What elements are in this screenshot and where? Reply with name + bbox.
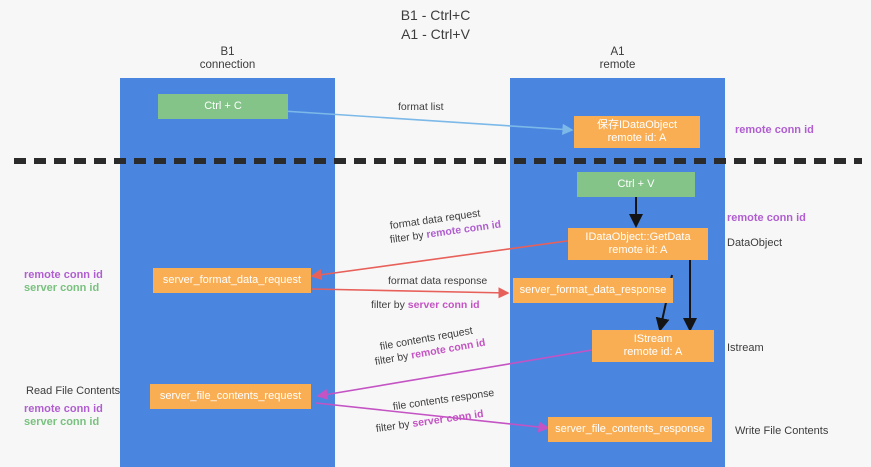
page-title: B1 - Ctrl+C A1 - Ctrl+V bbox=[0, 6, 871, 44]
box-server-file-contents-request[interactable]: server_file_contents_request bbox=[150, 384, 311, 409]
box-server-file-contents-response[interactable]: server_file_contents_response bbox=[548, 417, 712, 442]
box-ctrl-c-label: Ctrl + C bbox=[204, 100, 242, 112]
label-filter-prefix-3: filter by bbox=[373, 349, 413, 368]
box-save-idataobject[interactable]: 保存IDataObject remote id: A bbox=[574, 116, 700, 148]
column-header-a1-name: A1 bbox=[610, 46, 625, 58]
side-label-write-file-contents: Write File Contents bbox=[735, 425, 829, 437]
arrow-format-data-response bbox=[311, 287, 510, 299]
side-label-read-file-contents: Read File Contents bbox=[26, 385, 121, 397]
box-istream[interactable]: IStream remote id: A bbox=[592, 330, 714, 362]
column-header-b1: B1 connection bbox=[120, 46, 335, 72]
label-filter-prefix-4: filter by bbox=[375, 417, 414, 435]
box-server-format-data-response-label: server_format_data_response bbox=[519, 284, 667, 296]
side-label-left-server-conn-id-bot: server conn id bbox=[24, 416, 100, 428]
column-header-a1-sub: remote bbox=[599, 59, 636, 71]
box-getdata-line2: remote id: A bbox=[608, 244, 668, 256]
label-format-data-response: format data response bbox=[388, 274, 487, 288]
label-server-conn-id-1: server conn id bbox=[407, 299, 480, 311]
box-server-file-contents-request-label: server_file_contents_request bbox=[159, 390, 302, 402]
label-format-data-response-text: format data response bbox=[388, 275, 488, 287]
column-header-b1-name: B1 bbox=[220, 46, 235, 58]
box-ctrl-v-label: Ctrl + V bbox=[617, 178, 655, 190]
title-line-1: B1 - Ctrl+C bbox=[400, 7, 471, 23]
side-label-istream: Istream bbox=[727, 342, 764, 354]
side-label-left-server-conn-id-mid: server conn id bbox=[24, 282, 100, 294]
box-server-format-data-request[interactable]: server_format_data_request bbox=[153, 268, 311, 293]
box-server-format-data-response[interactable]: server_format_data_response bbox=[513, 278, 673, 303]
box-istream-line2: remote id: A bbox=[623, 346, 683, 358]
column-header-b1-sub: connection bbox=[199, 59, 256, 71]
side-label-data-object: DataObject bbox=[727, 237, 783, 249]
label-format-list-text: format list bbox=[398, 101, 444, 113]
label-format-list: format list bbox=[398, 100, 444, 114]
box-getdata-line1: IDataObject::GetData bbox=[585, 231, 691, 243]
box-save-idataobject-line1: 保存IDataObject bbox=[596, 119, 678, 131]
box-ctrl-v[interactable]: Ctrl + V bbox=[577, 172, 695, 197]
label-filter-prefix-1: filter by bbox=[389, 228, 428, 246]
box-save-idataobject-line2: remote id: A bbox=[607, 132, 667, 144]
box-istream-line1: IStream bbox=[633, 333, 673, 345]
side-label-left-remote-conn-id-bot: remote conn id bbox=[24, 403, 103, 415]
column-header-a1: A1 remote bbox=[510, 46, 725, 72]
label-filter-by-server-conn-id-1: filter by server conn id bbox=[371, 298, 480, 312]
box-ctrl-c[interactable]: Ctrl + C bbox=[158, 94, 288, 119]
label-server-conn-id-2: server conn id bbox=[411, 407, 485, 430]
title-line-2: A1 - Ctrl+V bbox=[401, 26, 470, 42]
side-label-left-remote-conn-id-mid: remote conn id bbox=[24, 269, 103, 281]
side-label-remote-conn-id-mid: remote conn id bbox=[727, 212, 806, 224]
side-label-remote-conn-id-top: remote conn id bbox=[735, 124, 814, 136]
box-server-file-contents-response-label: server_file_contents_response bbox=[555, 423, 705, 435]
box-server-format-data-request-label: server_format_data_request bbox=[162, 274, 302, 286]
label-filter-prefix-2: filter by bbox=[371, 299, 408, 311]
box-idataobject-getdata[interactable]: IDataObject::GetData remote id: A bbox=[568, 228, 708, 260]
label-filter-by-server-conn-id-2: filter by server conn id bbox=[375, 407, 484, 436]
